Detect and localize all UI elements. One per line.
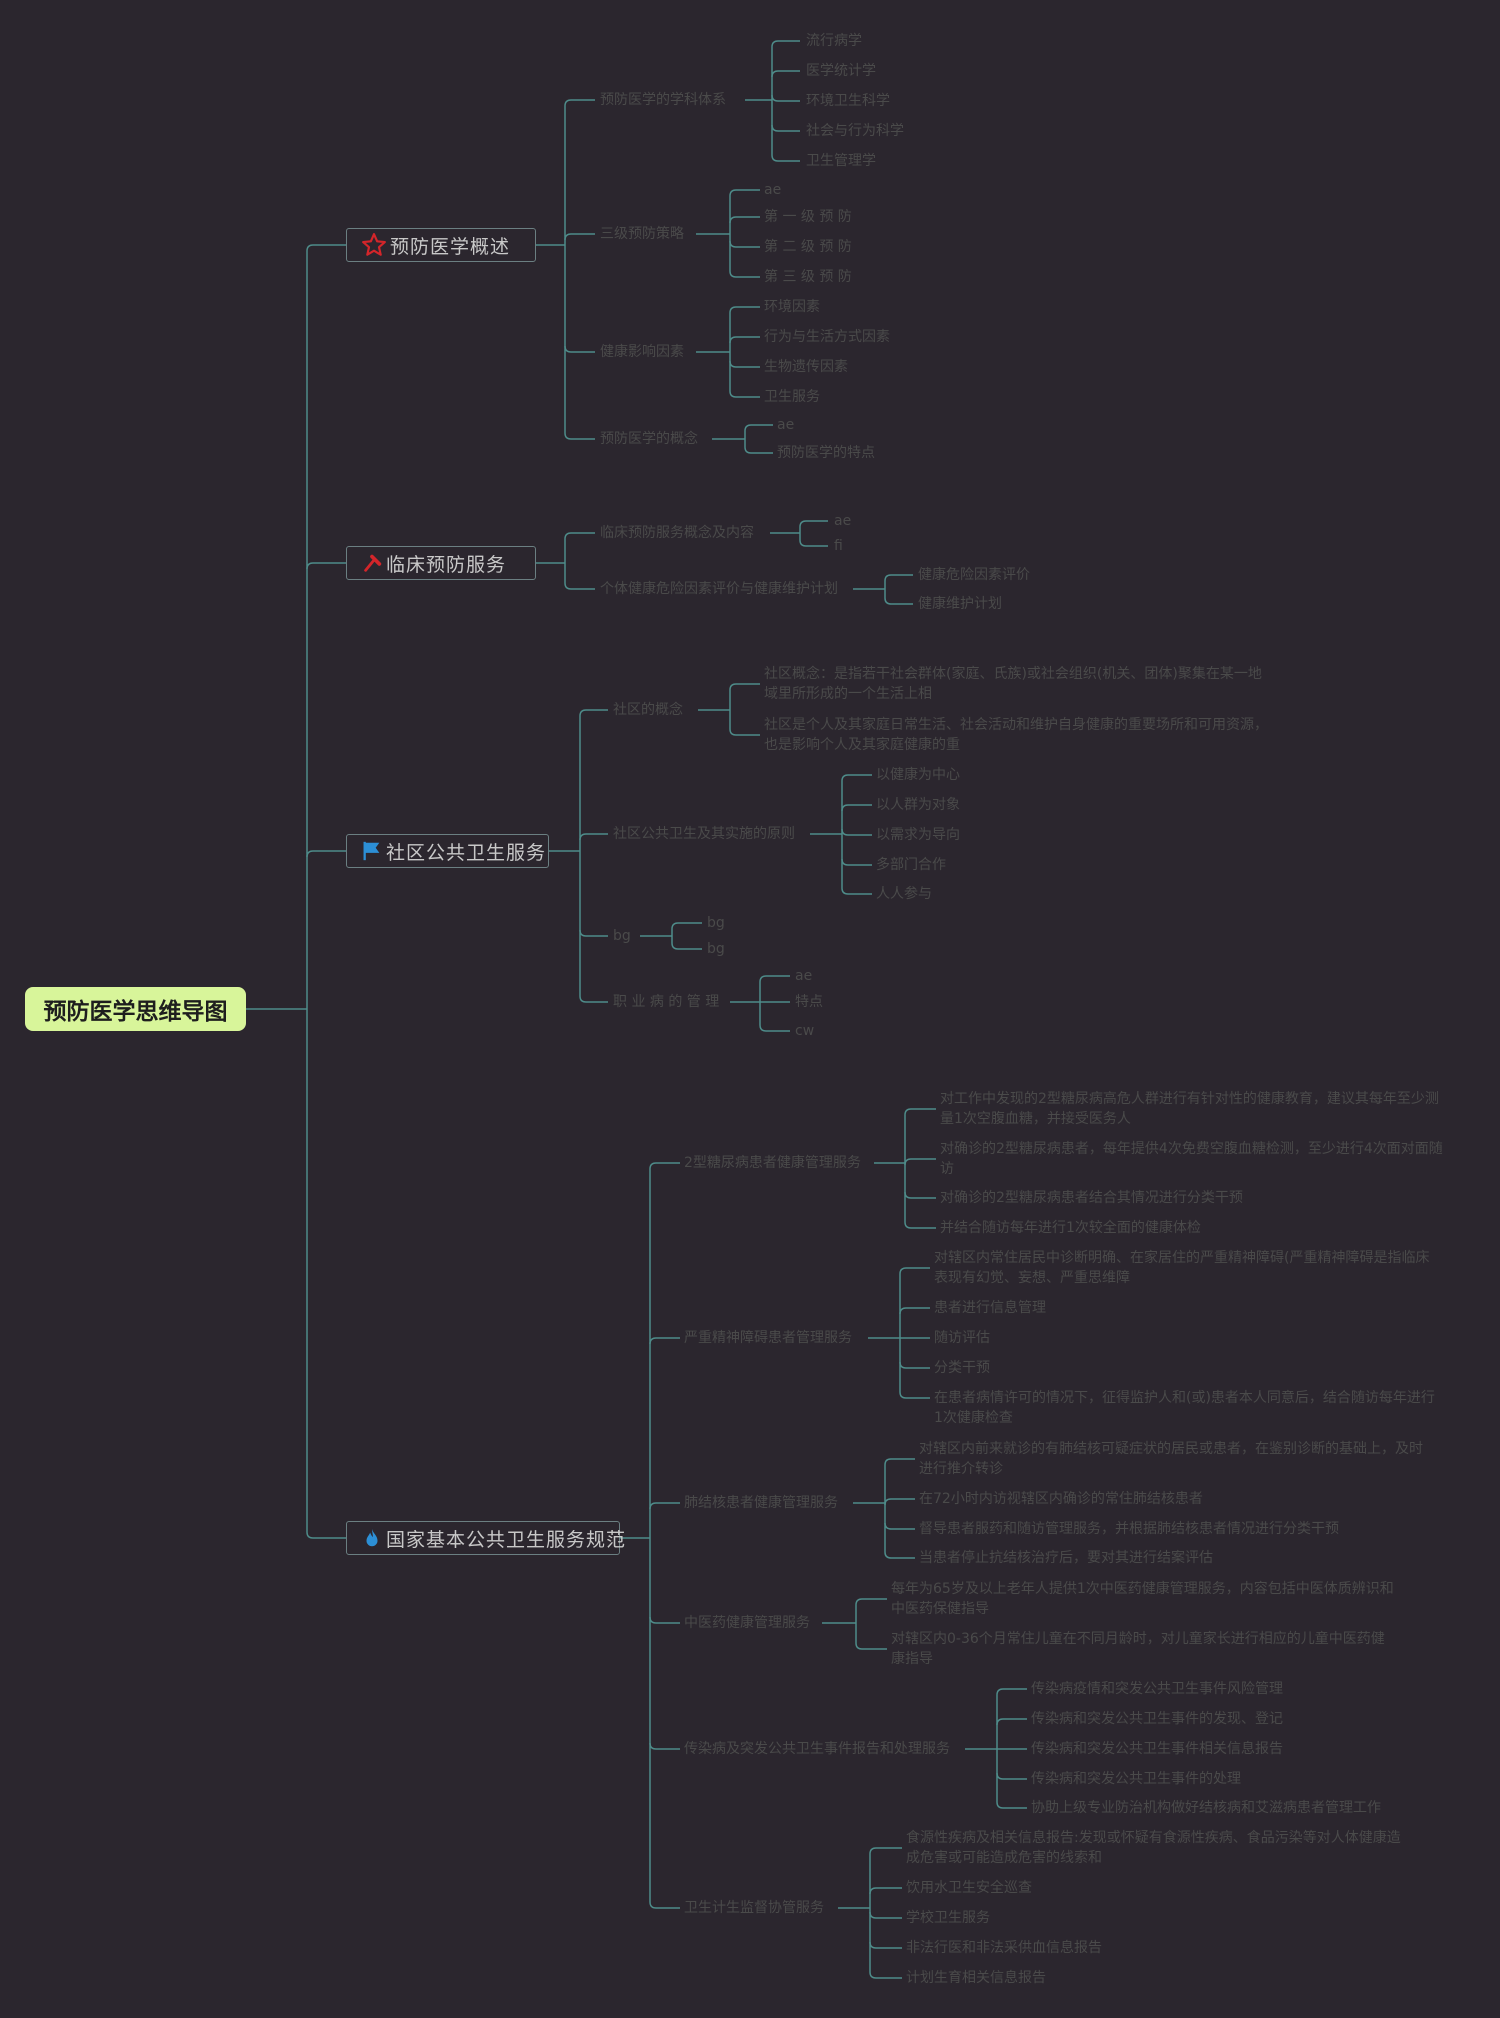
- star-icon: [361, 232, 387, 258]
- leaf-topic[interactable]: 社会与行为科学: [806, 123, 904, 139]
- subtopic[interactable]: 中医药健康管理服务: [684, 1615, 810, 1631]
- leaf-topic[interactable]: 流行病学: [806, 33, 862, 49]
- subtopic[interactable]: 卫生计生监督协管服务: [684, 1900, 824, 1916]
- subtopic[interactable]: 预防医学的学科体系: [600, 92, 726, 108]
- leaf-topic[interactable]: 以需求为导向: [876, 827, 960, 843]
- leaf-topic[interactable]: 传染病和突发公共卫生事件相关信息报告: [1031, 1741, 1283, 1757]
- leaf-topic[interactable]: 传染病和突发公共卫生事件的发现、登记: [1031, 1711, 1283, 1727]
- leaf-topic[interactable]: 在72小时内访视辖区内确诊的常住肺结核患者: [919, 1491, 1203, 1507]
- leaf-topic[interactable]: 对确诊的2型糖尿病患者结合其情况进行分类干预: [940, 1190, 1243, 1206]
- subtopic[interactable]: 三级预防策略: [600, 226, 684, 242]
- leaf-topic[interactable]: 对辖区内0-36个月常住儿童在不同月龄时，对儿童家长进行相应的儿童中医药健康指导: [891, 1631, 1385, 1667]
- leaf-topic[interactable]: 传染病和突发公共卫生事件的处理: [1031, 1771, 1241, 1787]
- leaf-topic[interactable]: 卫生服务: [764, 389, 820, 405]
- main-topic-label: 预防医学概述: [390, 235, 511, 258]
- main-topic-community[interactable]: 社区公共卫生服务: [346, 834, 549, 868]
- leaf-topic[interactable]: 以健康为中心: [876, 767, 960, 783]
- hammer-icon: [361, 552, 383, 574]
- leaf-topic[interactable]: cw: [795, 1023, 815, 1039]
- leaf-topic[interactable]: 在患者病情许可的情况下，征得监护人和(或)患者本人同意后，结合随访每年进行1次健…: [934, 1390, 1435, 1426]
- subtopic[interactable]: 肺结核患者健康管理服务: [684, 1495, 838, 1511]
- leaf-topic[interactable]: 当患者停止抗结核治疗后，要对其进行结案评估: [919, 1550, 1213, 1566]
- subtopic[interactable]: 健康影响因素: [600, 344, 684, 360]
- leaf-topic[interactable]: 多部门合作: [876, 857, 946, 873]
- main-topic-national-service[interactable]: 国家基本公共卫生服务规范: [346, 1521, 625, 1555]
- leaf-topic[interactable]: 传染病疫情和突发公共卫生事件风险管理: [1031, 1681, 1283, 1697]
- leaf-topic[interactable]: 环境因素: [764, 299, 820, 315]
- leaf-topic[interactable]: 协助上级专业防治机构做好结核病和艾滋病患者管理工作: [1031, 1800, 1381, 1816]
- subtopic[interactable]: 社区的概念: [613, 702, 683, 718]
- leaf-topic[interactable]: 医学统计学: [806, 63, 876, 79]
- subtopic[interactable]: 临床预防服务概念及内容: [600, 525, 754, 541]
- subtopic[interactable]: 传染病及突发公共卫生事件报告和处理服务: [684, 1741, 950, 1757]
- leaf-topic[interactable]: 第 三 级 预 防: [764, 269, 852, 285]
- subtopic[interactable]: bg: [613, 928, 631, 944]
- leaf-topic[interactable]: ae: [777, 417, 795, 433]
- leaf-topic[interactable]: 对辖区内常住居民中诊断明确、在家居住的严重精神障碍(严重精神障碍是指临床表现有幻…: [934, 1250, 1430, 1286]
- subtopic[interactable]: 职 业 病 的 管 理: [613, 994, 720, 1010]
- subtopic[interactable]: 社区公共卫生及其实施的原则: [613, 826, 795, 842]
- leaf-topic[interactable]: 督导患者服药和随访管理服务，并根据肺结核患者情况进行分类干预: [919, 1521, 1339, 1537]
- main-topic-overview[interactable]: 预防医学概述: [346, 228, 536, 262]
- leaf-topic[interactable]: 第 一 级 预 防: [764, 209, 852, 225]
- leaf-topic[interactable]: 对确诊的2型糖尿病患者，每年提供4次免费空腹血糖检测，至少进行4次面对面随访: [940, 1141, 1443, 1177]
- subtopic[interactable]: 个体健康危险因素评价与健康维护计划: [600, 581, 838, 597]
- leaf-topic[interactable]: 以人群为对象: [876, 797, 960, 813]
- leaf-topic[interactable]: 学校卫生服务: [906, 1910, 990, 1926]
- leaf-topic[interactable]: 特点: [795, 994, 823, 1010]
- leaf-topic[interactable]: ae: [834, 513, 852, 529]
- leaf-topic[interactable]: 健康危险因素评价: [918, 567, 1030, 583]
- leaf-topic[interactable]: 健康维护计划: [918, 596, 1002, 612]
- leaf-topic[interactable]: 行为与生活方式因素: [764, 329, 890, 345]
- subtopic[interactable]: 预防医学的概念: [600, 431, 698, 447]
- leaf-topic[interactable]: 患者进行信息管理: [934, 1300, 1046, 1316]
- leaf-topic[interactable]: 计划生育相关信息报告: [906, 1970, 1046, 1986]
- flag-icon: [361, 840, 383, 862]
- leaf-topic[interactable]: 并结合随访每年进行1次较全面的健康体检: [940, 1220, 1201, 1236]
- leaf-topic[interactable]: ae: [795, 968, 813, 984]
- leaf-topic[interactable]: 社区概念：是指若干社会群体(家庭、氏族)或社会组织(机关、团体)聚集在某一地域里…: [764, 666, 1262, 702]
- subtopic[interactable]: 2型糖尿病患者健康管理服务: [684, 1155, 861, 1171]
- fire-icon: [361, 1527, 383, 1549]
- leaf-topic[interactable]: 生物遗传因素: [764, 359, 848, 375]
- leaf-topic[interactable]: 环境卫生科学: [806, 93, 890, 109]
- leaf-topic[interactable]: 非法行医和非法采供血信息报告: [906, 1940, 1102, 1956]
- leaf-topic[interactable]: 食源性疾病及相关信息报告:发现或怀疑有食源性疾病、食品污染等对人体健康造成危害或…: [906, 1830, 1401, 1866]
- main-topic-label: 社区公共卫生服务: [386, 841, 547, 864]
- leaf-topic[interactable]: 预防医学的特点: [777, 445, 875, 461]
- main-topic-label: 国家基本公共卫生服务规范: [386, 1528, 627, 1551]
- leaf-topic[interactable]: 对工作中发现的2型糖尿病高危人群进行有针对性的健康教育，建议其每年至少测量1次空…: [940, 1091, 1439, 1127]
- main-topic-label: 临床预防服务: [386, 553, 507, 576]
- leaf-topic[interactable]: 饮用水卫生安全巡查: [906, 1880, 1032, 1896]
- leaf-topic[interactable]: ae: [764, 182, 782, 198]
- leaf-topic[interactable]: bg: [707, 941, 725, 957]
- leaf-topic[interactable]: 社区是个人及其家庭日常生活、社会活动和维护自身健康的重要场所和可用资源，也是影响…: [764, 717, 1268, 753]
- main-topic-clinical[interactable]: 临床预防服务: [346, 546, 536, 580]
- root-topic[interactable]: 预防医学思维导图: [25, 987, 246, 1031]
- leaf-topic[interactable]: 每年为65岁及以上老年人提供1次中医药健康管理服务，内容包括中医体质辨识和中医药…: [891, 1581, 1394, 1617]
- leaf-topic[interactable]: 对辖区内前来就诊的有肺结核可疑症状的居民或患者，在鉴别诊断的基础上，及时进行推介…: [919, 1441, 1423, 1477]
- leaf-topic[interactable]: bg: [707, 915, 725, 931]
- leaf-topic[interactable]: 卫生管理学: [806, 153, 876, 169]
- leaf-topic[interactable]: 随访评估: [934, 1330, 990, 1346]
- leaf-topic[interactable]: 第 二 级 预 防: [764, 239, 852, 255]
- leaf-topic[interactable]: 人人参与: [876, 886, 932, 902]
- subtopic[interactable]: 严重精神障碍患者管理服务: [684, 1330, 852, 1346]
- leaf-topic[interactable]: 分类干预: [934, 1360, 990, 1376]
- leaf-topic[interactable]: fi: [834, 538, 843, 554]
